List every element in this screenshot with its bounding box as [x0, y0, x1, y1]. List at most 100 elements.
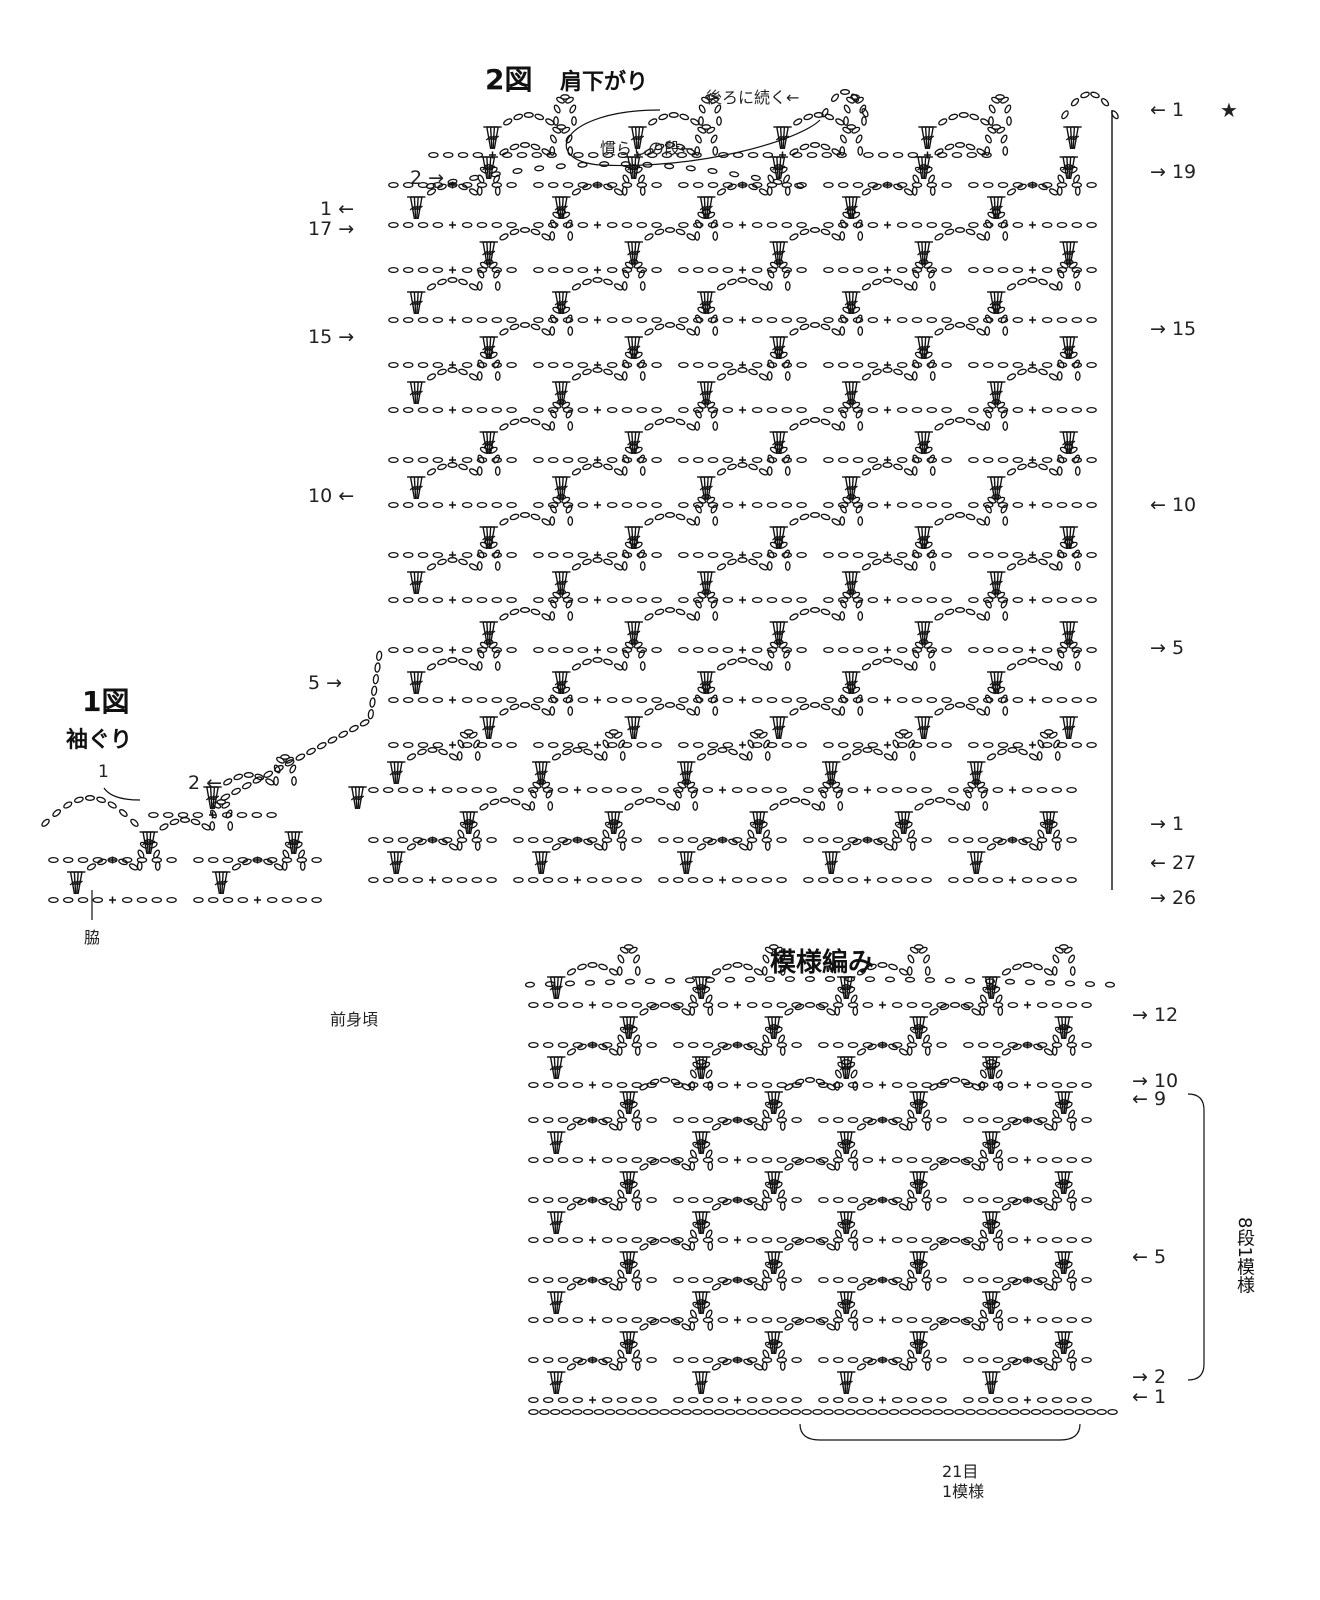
chain-stitch [751, 181, 763, 189]
chain-stitch [846, 124, 857, 130]
chain-stitch [702, 1001, 714, 1009]
double-crochet-bar [849, 680, 856, 686]
double-crochet-bar [409, 205, 416, 211]
chain-stitch [577, 266, 589, 274]
chain-stitch [761, 836, 773, 844]
chain-stitch [476, 186, 483, 196]
chain-stitch [722, 696, 734, 704]
chain-stitch [751, 741, 763, 749]
double-crochet-bar [779, 725, 786, 731]
chain-stitch [918, 639, 929, 645]
chain-stitch [837, 801, 844, 811]
chain-stitch [982, 456, 994, 464]
double-crochet-bar [847, 1140, 853, 1146]
double-crochet-bar [557, 1380, 563, 1386]
chain-stitch [941, 646, 952, 654]
chain-stitch [746, 1116, 758, 1124]
double-crochet-bar [482, 165, 488, 171]
chain-stitch [572, 1316, 584, 1324]
chain-stitch [766, 696, 778, 704]
chain-stitch [461, 551, 473, 559]
chain-stitch [799, 143, 810, 151]
chain-stitch [388, 221, 399, 229]
chain-stitch [694, 326, 701, 336]
chain-stitch [639, 371, 646, 381]
double-crochet-bar [559, 680, 566, 686]
chain-stitch [281, 861, 288, 871]
chain-stitch [572, 1276, 584, 1284]
chain-stitch [686, 423, 696, 431]
chain-stitch [476, 371, 483, 381]
chain-stitch [888, 1408, 900, 1416]
chain-stitch [789, 708, 799, 716]
chain-stitch [968, 596, 979, 604]
double-crochet-bar [1069, 535, 1076, 541]
chain-stitch [761, 876, 773, 884]
chain-stitch [882, 657, 893, 663]
chain-stitch [670, 1408, 681, 1416]
double-crochet-bar [779, 440, 786, 446]
chain-stitch [437, 558, 447, 566]
chain-stitch [692, 596, 704, 604]
chain-stitch [821, 108, 829, 118]
double-crochet-bar [488, 135, 495, 141]
chain-stitch [796, 221, 807, 229]
double-crochet-bar [997, 205, 1003, 211]
double-crochet-bar [482, 440, 488, 446]
double-crochet-bar [707, 680, 713, 686]
chain-stitch [997, 1321, 1004, 1331]
chain-stitch [921, 1116, 933, 1124]
chain-stitch [571, 663, 582, 671]
chain-stitch [678, 181, 689, 189]
chain-stitch [527, 876, 539, 884]
chain-stitch [717, 1116, 729, 1124]
chain-stitch [713, 1408, 725, 1416]
chain-stitch [121, 856, 133, 864]
chain-stitch [703, 1408, 714, 1416]
chain-stitch [617, 954, 625, 964]
chain-stitch [461, 221, 473, 229]
chain-stitch [1069, 1361, 1076, 1371]
chain-stitch [911, 371, 918, 381]
chain-stitch [839, 326, 846, 336]
chain-stitch [603, 658, 613, 666]
double-crochet-bar [1068, 135, 1075, 141]
chain-stitch [913, 944, 924, 950]
chain-stitch [1036, 1041, 1048, 1049]
chain-stitch [991, 124, 1002, 130]
double-crochet-bar [687, 770, 693, 776]
chain-stitch [687, 1396, 699, 1404]
chain-stitch [566, 1363, 577, 1371]
chain-stitch [1069, 1201, 1076, 1211]
chain-stitch [711, 1363, 722, 1371]
chain-stitch [898, 1123, 909, 1131]
chain-stitch [601, 1196, 613, 1204]
double-crochet-bar [992, 300, 998, 306]
chain-stitch [986, 753, 997, 761]
chain-stitch [694, 599, 702, 609]
chain-stitch [577, 596, 589, 604]
chain-stitch [888, 1278, 898, 1286]
chain-stitch [368, 786, 379, 794]
chain-stitch [764, 976, 776, 983]
double-crochet-bar [992, 390, 998, 396]
double-crochet-bar [629, 1260, 636, 1266]
double-crochet-bar [994, 680, 1001, 686]
chain-stitch [506, 596, 517, 604]
chain-stitch [965, 703, 976, 711]
double-crochet-bar [1067, 165, 1073, 171]
chain-stitch [1036, 1001, 1048, 1009]
chain-stitch [856, 1203, 867, 1211]
chain-stitch [702, 1156, 714, 1164]
double-crochet-bar [699, 1300, 706, 1306]
chain-stitch [506, 316, 517, 324]
chain-stitch [818, 1276, 829, 1284]
chain-stitch [852, 266, 864, 274]
chain-stitch [888, 1043, 898, 1051]
chain-stitch [673, 1001, 684, 1009]
chain-stitch [939, 1003, 950, 1011]
chain-stitch [903, 563, 914, 571]
chain-stitch [963, 1236, 974, 1244]
chain-stitch [753, 1048, 764, 1056]
chain-stitch [991, 304, 1002, 310]
